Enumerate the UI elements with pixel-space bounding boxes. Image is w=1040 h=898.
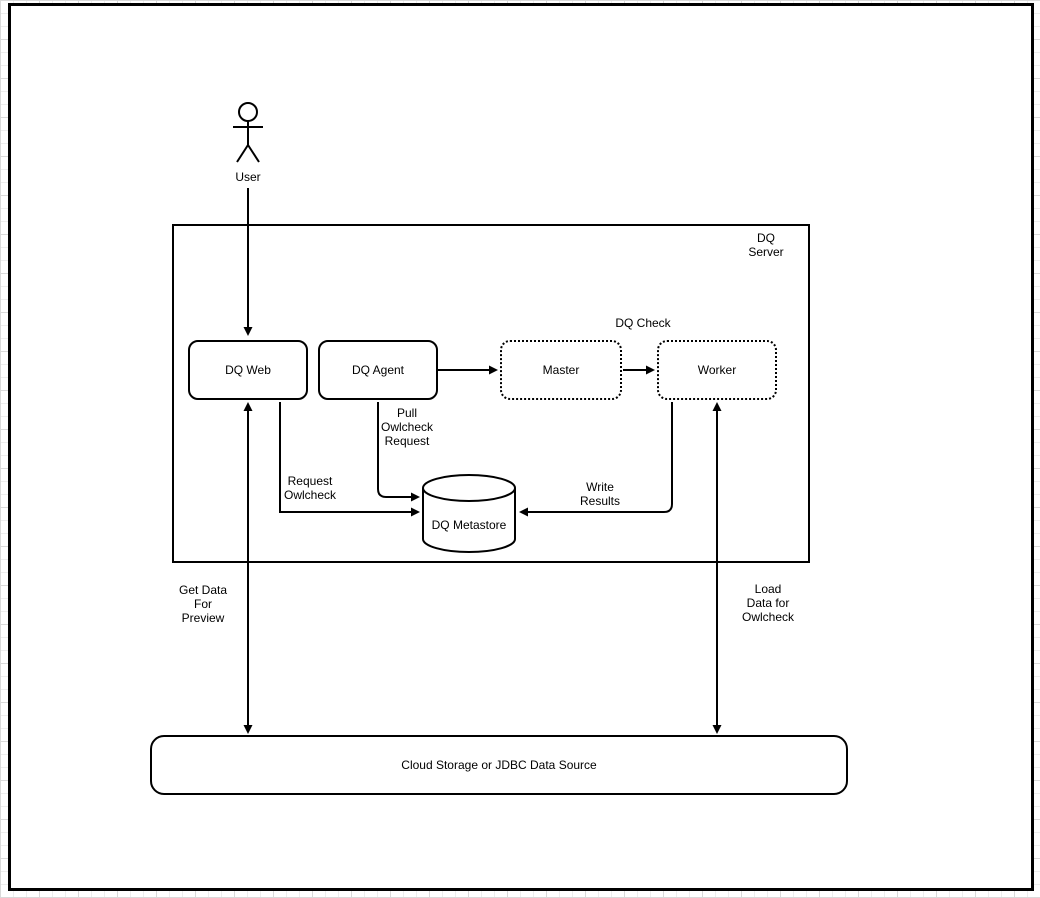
dq-web-node[interactable]: DQ Web <box>188 340 308 400</box>
datasource-node[interactable]: Cloud Storage or JDBC Data Source <box>150 735 848 795</box>
pull-owlcheck-request-label: Pull Owlcheck Request <box>380 406 433 448</box>
dq-metastore-label: DQ Metastore <box>431 518 507 532</box>
dq-agent-node[interactable]: DQ Agent <box>318 340 438 400</box>
dq-server-label: DQ Server <box>748 231 784 259</box>
dq-check-label: DQ Check <box>615 316 671 330</box>
write-results-label: Write Results <box>579 480 620 508</box>
get-data-for-preview-label: Get Data For Preview <box>178 583 228 625</box>
load-data-for-owlcheck-label: Load Data for Owlcheck <box>741 582 794 624</box>
dq-agent-label: DQ Agent <box>351 363 405 377</box>
dq-web-label: DQ Web <box>225 363 271 377</box>
master-node[interactable]: Master <box>500 340 622 400</box>
master-label: Master <box>542 363 580 377</box>
datasource-label: Cloud Storage or JDBC Data Source <box>401 758 597 772</box>
worker-node[interactable]: Worker <box>657 340 777 400</box>
request-owlcheck-label: Request Owlcheck <box>283 474 336 502</box>
worker-label: Worker <box>697 363 737 377</box>
user-label: User <box>235 170 261 184</box>
dq-server-container[interactable] <box>172 224 810 563</box>
